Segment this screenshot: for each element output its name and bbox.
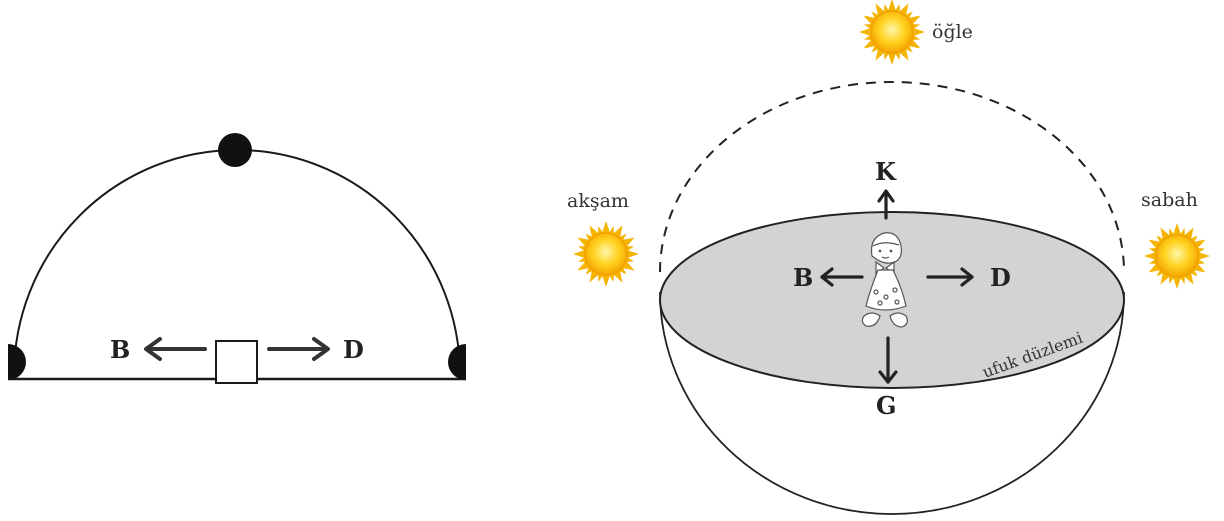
evening-sun-icon bbox=[573, 221, 639, 287]
noon-label: öğle bbox=[932, 21, 973, 43]
left-observer-box bbox=[216, 341, 257, 383]
left-diagram: B D bbox=[8, 133, 466, 383]
noon-sun-icon bbox=[859, 0, 925, 65]
left-east-arrow bbox=[269, 339, 328, 359]
south-label: G bbox=[876, 391, 897, 420]
left-sunrise-dot bbox=[448, 344, 466, 380]
north-label: K bbox=[875, 157, 897, 186]
east-label: D bbox=[990, 263, 1011, 292]
right-diagram: K G B D ufuk düzlemi öğle akşam sabah bbox=[567, 0, 1210, 514]
left-west-label: B bbox=[110, 335, 130, 364]
left-sunset-dot bbox=[8, 344, 26, 380]
left-noon-sun-dot bbox=[218, 133, 252, 167]
morning-sun-icon bbox=[1144, 223, 1210, 289]
evening-label: akşam bbox=[567, 190, 629, 212]
left-east-label: D bbox=[343, 335, 364, 364]
west-label: B bbox=[793, 263, 813, 292]
left-west-arrow bbox=[146, 339, 205, 359]
morning-label: sabah bbox=[1141, 189, 1198, 211]
